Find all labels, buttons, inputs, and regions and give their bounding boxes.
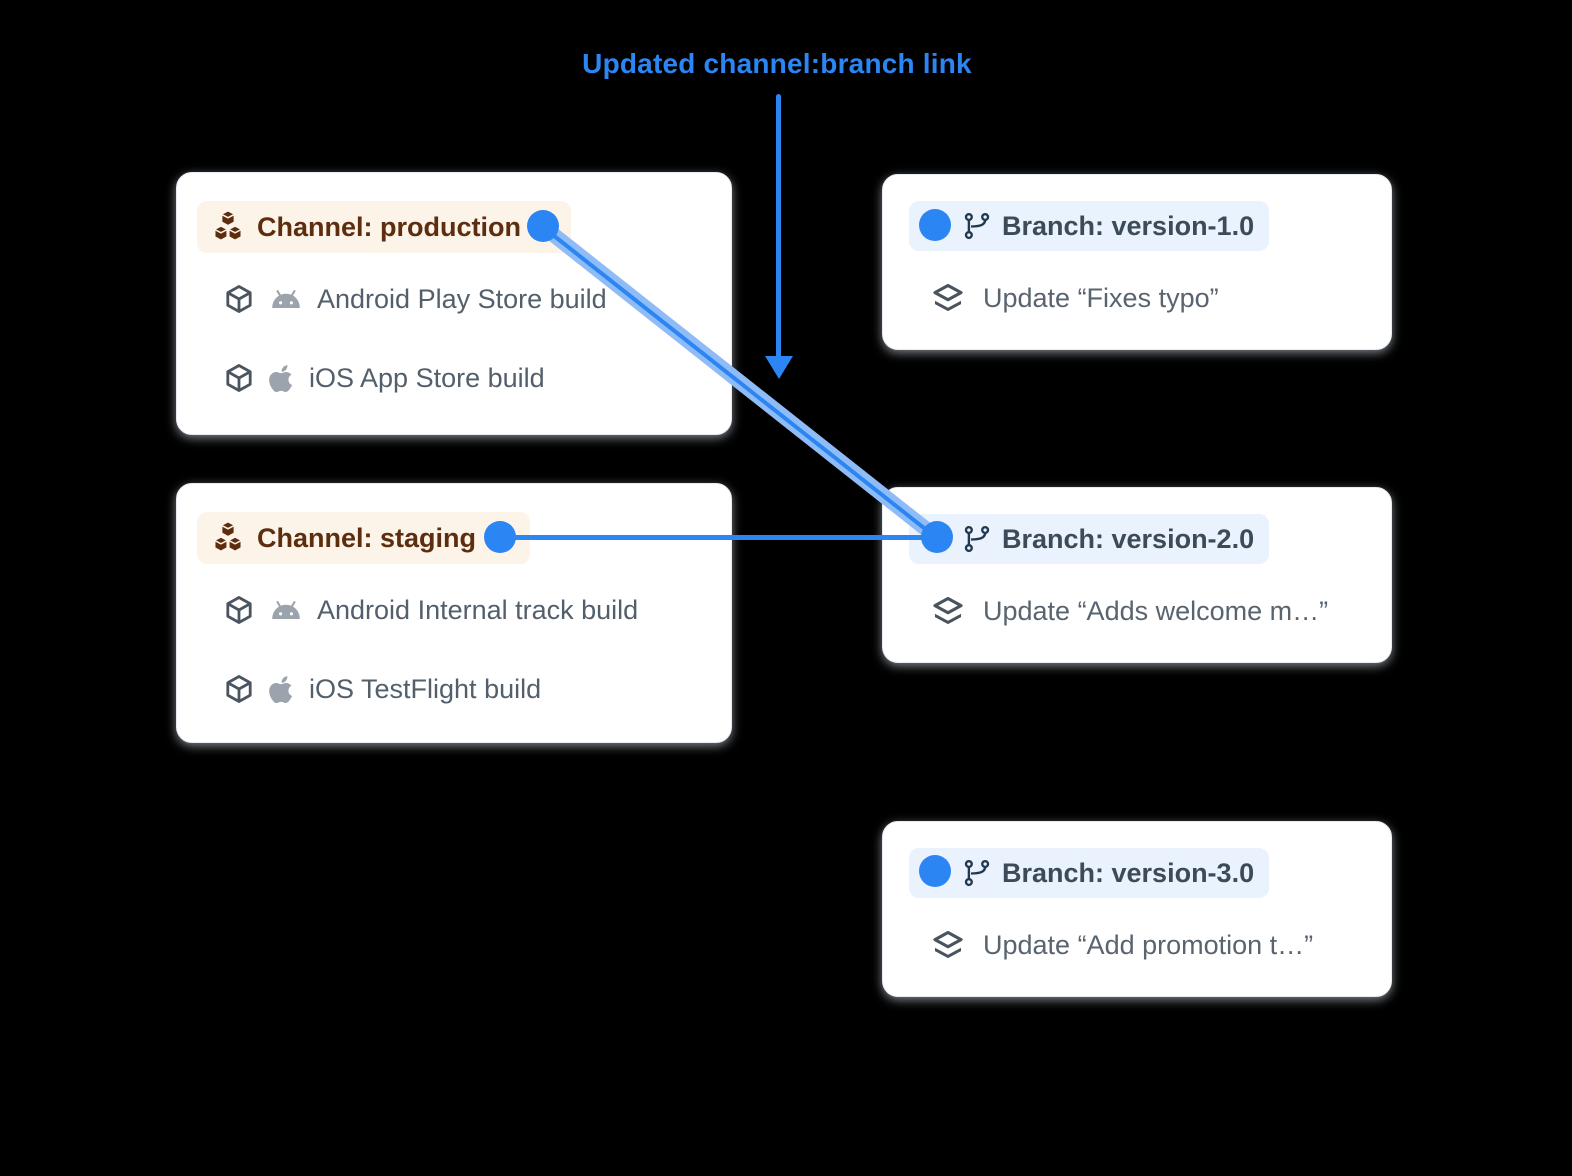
branch-card-version-3: Branch: version-3.0 Update “Add promotio… xyxy=(882,821,1392,997)
channel-stack-icon xyxy=(213,520,243,553)
build-row: Android Internal track build xyxy=(223,588,638,632)
build-row: Android Play Store build xyxy=(223,277,607,321)
link-staging-to-version-2 xyxy=(500,535,937,540)
branch-pill-version-2: Branch: version-2.0 xyxy=(909,514,1269,564)
connector-dot-version-3 xyxy=(919,855,951,887)
channel-pill-production: Channel: production xyxy=(197,201,571,253)
arrow-line xyxy=(776,94,781,358)
update-label: Update “Fixes typo” xyxy=(983,282,1219,313)
channel-card-staging: Channel: staging Android Internal track … xyxy=(176,483,732,743)
branch-pill-version-3: Branch: version-3.0 xyxy=(909,848,1269,898)
layers-icon xyxy=(933,596,963,625)
android-icon xyxy=(272,601,300,619)
connector-dot-staging xyxy=(484,521,516,553)
arrow-head-icon xyxy=(765,356,793,379)
build-label: Android Internal track build xyxy=(317,594,639,625)
build-label: iOS App Store build xyxy=(309,362,545,393)
update-row: Update “Fixes typo” xyxy=(929,276,1219,320)
git-branch-icon xyxy=(964,525,990,553)
git-branch-icon xyxy=(964,212,990,240)
android-icon xyxy=(272,290,300,308)
package-icon xyxy=(226,596,252,624)
channel-label: Channel: production xyxy=(257,211,521,242)
channel-stack-icon xyxy=(213,209,243,242)
branch-card-version-1: Branch: version-1.0 Update “Fixes typo” xyxy=(882,174,1392,350)
channel-pill-staging: Channel: staging xyxy=(197,512,530,564)
package-icon xyxy=(226,675,252,703)
connector-dot-version-1 xyxy=(919,209,951,241)
build-label: iOS TestFlight build xyxy=(309,673,542,704)
layers-icon xyxy=(933,283,963,312)
layers-icon xyxy=(933,930,963,959)
branch-label: Branch: version-1.0 xyxy=(1002,210,1255,241)
connector-dot-production xyxy=(527,210,559,242)
channel-label: Channel: staging xyxy=(257,522,477,553)
branch-pill-version-1: Branch: version-1.0 xyxy=(909,201,1269,251)
branch-card-version-2: Branch: version-2.0 Update “Adds welcome… xyxy=(882,487,1392,663)
apple-icon xyxy=(269,676,293,704)
update-row: Update “Adds welcome m…” xyxy=(929,589,1328,633)
apple-icon xyxy=(269,365,293,393)
build-row: iOS App Store build xyxy=(223,356,545,400)
build-label: Android Play Store build xyxy=(317,283,607,314)
branch-label: Branch: version-3.0 xyxy=(1002,857,1255,888)
branch-label: Branch: version-2.0 xyxy=(1002,523,1255,554)
git-branch-icon xyxy=(964,859,990,887)
update-label: Update “Add promotion t…” xyxy=(983,929,1314,960)
update-row: Update “Add promotion t…” xyxy=(929,923,1313,967)
build-row: iOS TestFlight build xyxy=(223,667,541,711)
package-icon xyxy=(226,285,252,313)
package-icon xyxy=(226,364,252,392)
diagram-title: Updated channel:branch link xyxy=(582,48,972,79)
update-label: Update “Adds welcome m…” xyxy=(983,595,1329,626)
connector-dot-version-2 xyxy=(921,521,953,553)
